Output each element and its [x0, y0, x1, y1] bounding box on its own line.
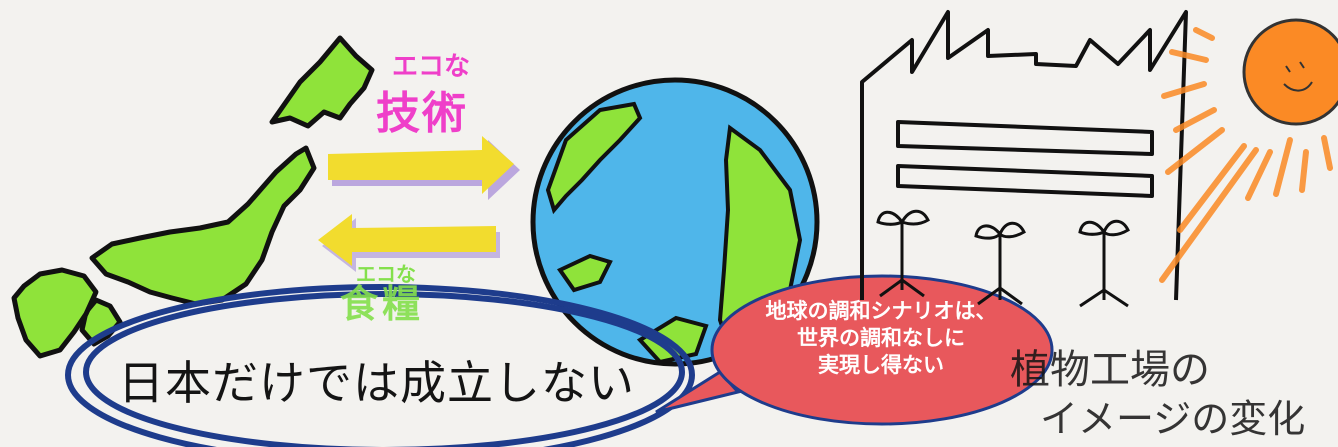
headline-oval — [65, 284, 695, 447]
japan-map-icon — [11, 35, 375, 359]
speech-bubble — [655, 274, 1054, 426]
speech-bubble-line2: 世界の調和なしに — [797, 326, 965, 350]
eco-tech-small-label: エコな — [392, 52, 471, 82]
sprout-icon — [876, 209, 1130, 308]
headline-text: 日本だけでは成立しない — [118, 356, 635, 410]
sun-icon — [1159, 18, 1338, 283]
eco-food-small-label: エコな — [356, 262, 416, 286]
speech-bubble-line3: 実現し得ない — [818, 353, 944, 377]
factory-label-line2: イメージの変化 — [1040, 397, 1306, 441]
eco-tech-big-label: 技術 — [376, 88, 468, 139]
arrow-right-icon — [328, 136, 520, 200]
factory-label-line1: 植物工場の — [1010, 347, 1210, 393]
globe-icon — [530, 77, 820, 367]
factory-icon — [860, 10, 1188, 301]
speech-bubble-line1: 地球の調和シナリオは、 — [765, 299, 997, 323]
arrow-left-icon — [318, 214, 500, 272]
speech-bubble-text: 地球の調和シナリオは、 世界の調和なしに 実現し得ない — [716, 298, 1046, 379]
eco-food-big-label: 食糧 — [340, 282, 425, 326]
